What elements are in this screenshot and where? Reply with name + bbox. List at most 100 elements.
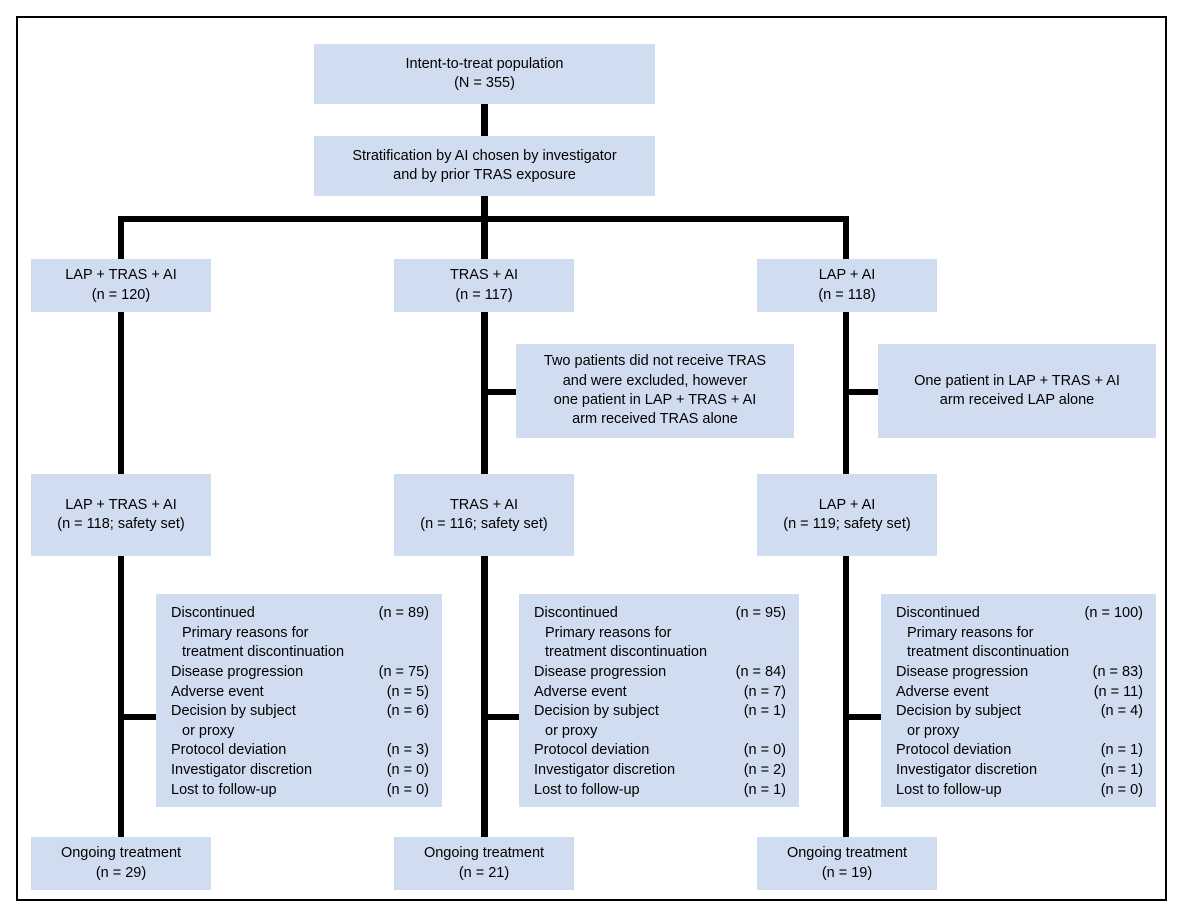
arm-tras-ai-line-1: TRAS + AI (449, 267, 519, 284)
safety-tras-ai-line-1: TRAS + AI (449, 496, 519, 513)
connector-discontinued-stub-left (118, 714, 156, 720)
discontinued-row-count: (n = 100) (1084, 605, 1143, 621)
connector-stratification-down (481, 196, 488, 222)
discontinued-row: Adverse event (n = 11) (896, 683, 1143, 703)
safety-tras-ai-line-2: (n = 116; safety set) (420, 516, 548, 532)
discontinued-row-label: Adverse event (896, 683, 989, 700)
discontinued-row: or proxy (171, 722, 429, 742)
discontinued-row: Protocol deviation(n = 0) (534, 741, 786, 761)
node-arm-tras-ai: TRAS + AI (n = 117) (394, 259, 574, 312)
discontinued-row-label: Primary reasons for (545, 624, 672, 641)
discontinued-row-count: (n = 11) (1093, 683, 1143, 700)
discontinued-row-count: (n = 4) (1100, 703, 1143, 720)
note-two-patients-did-not-receive-tras: Two patients did not receive TRAS and we… (516, 344, 794, 438)
safety-lap-tras-ai-line-2: (n = 118; safety set) (57, 516, 185, 532)
connector-arm-to-safety-left (118, 312, 124, 474)
discontinued-row: or proxy (534, 722, 786, 742)
discontinued-row-label: treatment discontinuation (182, 644, 345, 661)
discontinued-row-count: (n = 1) (1100, 742, 1143, 759)
discontinued-row-label: Discontinued (534, 605, 618, 621)
node-ongoing-lap-ai: Ongoing treatment (n = 19) (757, 837, 937, 890)
connector-bus-to-arm-right (843, 216, 849, 259)
discontinued-row-label: Investigator discretion (171, 762, 313, 779)
discontinued-row-label: Disease progression (896, 663, 1029, 680)
discontinued-row: Decision by subject(n = 1) (534, 702, 786, 722)
discontinued-row-label: treatment discontinuation (545, 644, 708, 661)
discontinued-row-count: (n = 84) (735, 663, 786, 680)
connector-discontinued-stub-right (843, 714, 881, 720)
discontinued-row-label: Primary reasons for (182, 624, 309, 641)
discontinued-box-tras-ai: Discontinued(n = 95)Primary reasons for t… (519, 594, 799, 807)
discontinued-row-count: (n = 1) (743, 703, 786, 720)
node-safety-lap-ai: LAP + AI (n = 119; safety set) (757, 474, 937, 556)
discontinued-row-label: Disease progression (171, 663, 304, 680)
node-stratification: Stratification by AI chosen by investiga… (314, 136, 655, 196)
discontinued-row-label: Protocol deviation (171, 742, 287, 759)
discontinued-row-label: Disease progression (534, 663, 667, 680)
discontinued-row: Lost to follow-up(n = 0) (896, 781, 1143, 801)
discontinued-row-label: Lost to follow-up (896, 781, 1002, 798)
discontinued-row: Primary reasons for (171, 624, 429, 644)
node-safety-tras-ai: TRAS + AI (n = 116; safety set) (394, 474, 574, 556)
discontinued-row: Discontinued(n = 89) (171, 604, 429, 624)
node-arm-lap-tras-ai: LAP + TRAS + AI (n = 120) (31, 259, 211, 312)
discontinued-row: Discontinued(n = 95) (534, 604, 786, 624)
discontinued-row-label: Decision by subject (171, 703, 296, 720)
arm-lap-ai-line-1: LAP + AI (818, 267, 876, 284)
discontinued-row-count: (n = 0) (386, 781, 429, 798)
discontinued-row: or proxy (896, 722, 1143, 742)
connector-safety-to-ongoing-right (843, 556, 849, 837)
itt-line-2: (N = 355) (454, 75, 515, 91)
discontinued-row: Disease progression(n = 83) (896, 663, 1143, 683)
discontinued-row-label: Adverse event (534, 683, 627, 700)
discontinued-row-label: Lost to follow-up (171, 781, 277, 798)
discontinued-row: Primary reasons for (534, 624, 786, 644)
discontinued-row: treatment discontinuation (534, 643, 786, 663)
discontinued-row-label: or proxy (545, 722, 598, 739)
arm-tras-ai-line-2: (n = 117) (455, 286, 513, 303)
discontinued-row: Protocol deviation(n = 3) (171, 741, 429, 761)
connector-safety-to-ongoing-left (118, 556, 124, 837)
note-middle-line-4: arm received TRAS alone (572, 411, 738, 428)
node-intent-to-treat-population: Intent-to-treat population (N = 355) (314, 44, 655, 104)
ongoing-lap-tras-ai-line-2: (n = 29) (95, 864, 147, 881)
discontinued-box-lap-tras-ai: Discontinued(n = 89)Primary reasons for t… (156, 594, 442, 807)
note-middle-line-2: and were excluded, however (562, 372, 748, 389)
discontinued-row: Decision by subject (n = 6) (171, 702, 429, 722)
note-right-line-1: One patient in LAP + TRAS + AI (914, 372, 1120, 389)
discontinued-box-lap-ai: Discontinued(n = 100)Primary reasons for… (881, 594, 1156, 807)
note-middle-line-1: Two patients did not receive TRAS (543, 353, 767, 370)
discontinued-row-label: Protocol deviation (896, 742, 1012, 759)
discontinued-row: Adverse event (n = 7) (534, 683, 786, 703)
connector-itt-to-stratification (481, 104, 488, 136)
discontinued-row-count: (n = 5) (386, 683, 429, 700)
discontinued-row-count: (n = 89) (378, 605, 429, 621)
discontinued-row-count: (n = 75) (378, 663, 429, 680)
discontinued-row-count: (n = 1) (743, 781, 786, 798)
connector-bus-to-arm-left (118, 216, 124, 259)
discontinued-row-count: (n = 7) (743, 683, 786, 700)
discontinued-row: Lost to follow-up (n = 0) (171, 781, 429, 801)
connector-bus-to-arm-middle (481, 216, 488, 259)
note-middle-line-3: one patient in LAP + TRAS + AI (553, 392, 757, 408)
ongoing-lap-ai-line-2: (n = 19) (821, 864, 873, 881)
note-right-line-2: arm received LAP alone (939, 392, 1095, 408)
discontinued-row-label: Investigator discretion (534, 762, 676, 779)
safety-lap-ai-line-2: (n = 119; safety set) (783, 516, 911, 532)
discontinued-row: treatment discontinuation (896, 643, 1143, 663)
safety-lap-ai-line-1: LAP + AI (818, 496, 876, 513)
stratification-line-2: and by prior TRAS exposure (393, 167, 576, 183)
stratification-line-1: Stratification by AI chosen by investiga… (352, 147, 617, 164)
connector-note-right-stub (843, 389, 880, 395)
ongoing-tras-ai-line-2: (n = 21) (458, 864, 510, 881)
discontinued-row-label: or proxy (182, 722, 235, 739)
discontinued-row: treatment discontinuation (171, 643, 429, 663)
discontinued-row-label: Discontinued (896, 605, 980, 621)
discontinued-row-count: (n = 6) (386, 703, 429, 720)
safety-lap-tras-ai-line-1: LAP + TRAS + AI (65, 496, 177, 513)
discontinued-row-count: (n = 2) (743, 762, 786, 779)
note-one-patient-received-lap-alone: One patient in LAP + TRAS + AI arm recei… (878, 344, 1156, 438)
discontinued-row-label: treatment discontinuation (907, 644, 1070, 661)
ongoing-lap-tras-ai-line-1: Ongoing treatment (60, 845, 182, 862)
